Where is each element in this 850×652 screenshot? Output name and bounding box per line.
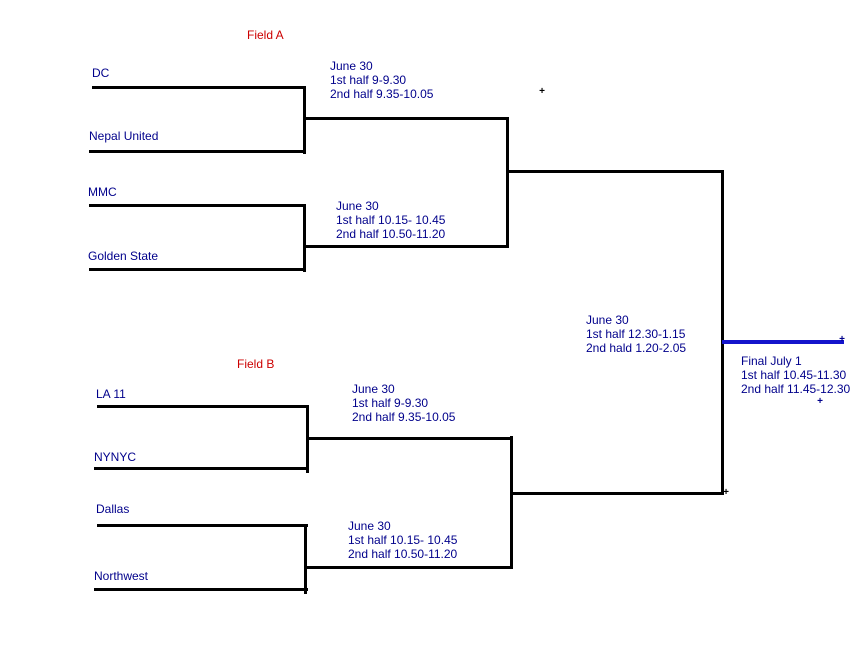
schedule-line: 1st half 10.15- 10.45 bbox=[348, 533, 458, 547]
schedule-line: June 30 bbox=[348, 519, 391, 533]
schedule-line: 2nd half 9.35-10.05 bbox=[352, 410, 456, 424]
schedule-line: Final July 1 bbox=[741, 354, 802, 368]
line-team-nepal-united bbox=[89, 150, 306, 153]
anchor-mark: + bbox=[723, 487, 729, 498]
team-northwest: Northwest bbox=[94, 569, 149, 583]
connector-field-a-match-1 bbox=[303, 86, 306, 154]
schedule-line: 1st half 9-9.30 bbox=[330, 73, 407, 87]
team-nepal-united: Nepal United bbox=[89, 129, 159, 143]
anchor-mark: + bbox=[817, 396, 823, 407]
team-la-11: LA 11 bbox=[96, 387, 126, 401]
schedule-line: 1st half 10.15- 10.45 bbox=[336, 213, 446, 227]
winner-line-field-b-match-1 bbox=[307, 437, 513, 440]
winner-line-semifinal-a bbox=[507, 170, 724, 173]
team-nynyc: NYNYC bbox=[94, 450, 137, 464]
team-dc: DC bbox=[92, 66, 110, 80]
winner-line-field-a-match-1 bbox=[304, 117, 509, 120]
connector-field-a-match-2 bbox=[303, 204, 306, 272]
line-team-nynyc bbox=[94, 467, 309, 470]
connector-semifinal-b bbox=[510, 436, 513, 569]
winner-line-field-b-match-2 bbox=[305, 566, 513, 569]
line-team-golden-state bbox=[89, 268, 306, 271]
connector-field-b-match-2 bbox=[304, 524, 307, 594]
line-team-dallas bbox=[97, 524, 308, 527]
schedule-line: June 30 bbox=[330, 59, 373, 73]
winner-line-semifinal-b bbox=[511, 492, 723, 495]
line-team-la-11 bbox=[97, 405, 309, 408]
team-golden-state: Golden State bbox=[88, 249, 159, 263]
schedule-line: June 30 bbox=[586, 313, 629, 327]
schedule-line: 2nd half 10.50-11.20 bbox=[348, 547, 458, 561]
schedule-field-a-match-1: June 30 1st half 9-9.30 2nd half 9.35-10… bbox=[330, 59, 433, 101]
schedule-line: 1st half 9-9.30 bbox=[352, 396, 429, 410]
schedule-line: 2nd half 11.45-12.30 bbox=[741, 382, 850, 396]
line-team-mmc bbox=[89, 204, 306, 207]
line-team-northwest bbox=[94, 588, 308, 591]
schedule-line: 1st half 10.45-11.30 bbox=[741, 368, 847, 382]
winner-line-field-a-match-2 bbox=[304, 245, 509, 248]
schedule-line: 1st half 12.30-1.15 bbox=[586, 327, 686, 341]
team-mmc: MMC bbox=[88, 185, 117, 199]
field-a-label: Field A bbox=[247, 28, 284, 42]
schedule-field-b-match-1: June 30 1st half 9-9.30 2nd half 9.35-10… bbox=[352, 382, 455, 424]
schedule-line: June 30 bbox=[336, 199, 379, 213]
final-line bbox=[722, 340, 844, 344]
schedule-line: 2nd hald 1.20-2.05 bbox=[586, 341, 687, 355]
schedule-final: Final July 1 1st half 10.45-11.30 2nd ha… bbox=[741, 354, 850, 396]
schedule-semifinal: June 30 1st half 12.30-1.15 2nd hald 1.2… bbox=[586, 313, 686, 355]
schedule-line: June 30 bbox=[352, 382, 395, 396]
team-dallas: Dallas bbox=[96, 502, 130, 516]
schedule-field-b-match-2: June 30 1st half 10.15- 10.45 2nd half 1… bbox=[348, 519, 457, 561]
schedule-line: 2nd half 9.35-10.05 bbox=[330, 87, 434, 101]
line-team-dc bbox=[92, 86, 306, 89]
schedule-field-a-match-2: June 30 1st half 10.15- 10.45 2nd half 1… bbox=[336, 199, 445, 241]
connector-semifinal-a bbox=[506, 117, 509, 248]
anchor-mark: + bbox=[839, 334, 845, 345]
connector-final bbox=[721, 170, 724, 495]
field-b-label: Field B bbox=[237, 357, 275, 371]
schedule-line: 2nd half 10.50-11.20 bbox=[336, 227, 446, 241]
anchor-mark: + bbox=[539, 86, 545, 97]
